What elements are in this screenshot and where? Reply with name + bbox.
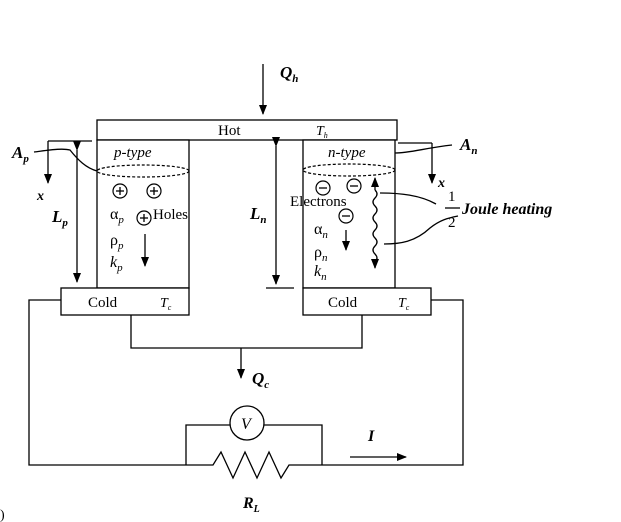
hole-symbol [136,210,152,226]
p-area-label: Ap [11,143,29,165]
n-conductivity: kn [314,263,327,283]
electrons-label: Electrons [290,194,347,210]
heat-out-arrow: Qc [130,315,363,391]
p-x-axis: x [36,140,92,204]
voltmeter-label: V [241,416,253,433]
n-area-annotation: An [394,135,477,157]
p-type-leg: p-type αp Holes ρp kp [96,139,190,289]
cold-right-temp: Tc [398,296,410,312]
joule-fraction-numerator: 1 [448,189,456,205]
cold-plate-left: Cold Tc [60,287,190,316]
n-area-label: An [459,135,477,157]
n-length-dimension: Ln [249,137,294,289]
p-type-label: p-type [113,145,152,161]
current-arrow: I [350,428,407,461]
holes-label: Holes [153,207,188,223]
p-length-dimension: Lp [51,141,81,283]
heat-in-label: Qh [280,63,298,85]
hot-temp-symbol: Th [316,124,328,140]
cold-right-label: Cold [328,295,358,311]
n-x-label: x [437,176,445,191]
p-cross-section [96,164,190,178]
electron-symbol [315,180,331,196]
heat-in-arrow: Qh [259,63,298,115]
n-length-label: Ln [249,204,267,226]
p-x-label: x [36,189,44,204]
n-type-label: n-type [328,145,366,161]
p-resistivity: ρp [110,232,124,252]
cold-plate-right: Cold Tc [302,287,432,316]
joule-heating-annotation: 1 2 Joule heating [379,189,552,245]
electron-symbol [338,208,354,224]
n-seebeck: αn [314,221,328,241]
hole-symbol [112,183,128,199]
cold-left-temp: Tc [160,296,172,312]
p-area-annotation: Ap [11,143,98,172]
load-resistor-label: RL [242,495,260,515]
load-resistor: RL [186,450,322,515]
n-cross-section [302,163,396,177]
joule-heat-arrow [371,177,379,269]
p-length-label: Lp [51,207,68,229]
external-circuit [28,299,464,466]
electron-symbol [346,178,362,194]
hole-symbol [146,183,162,199]
joule-heating-label: Joule heating [461,201,552,218]
n-type-leg: n-type Electrons αn ρn kn [290,139,396,289]
p-conductivity: kp [110,254,123,274]
current-label: I [367,428,375,445]
cold-left-label: Cold [88,295,118,311]
n-resistivity: ρn [314,244,328,264]
hot-plate: Hot Th [96,119,398,141]
n-x-axis: x [398,142,445,191]
hot-label: Hot [218,123,241,139]
joule-fraction-denominator: 2 [448,215,456,231]
voltmeter: V [229,405,265,441]
corner-mark: ) [0,508,5,522]
p-seebeck: αp [110,206,124,226]
heat-out-label: Qc [252,369,269,391]
